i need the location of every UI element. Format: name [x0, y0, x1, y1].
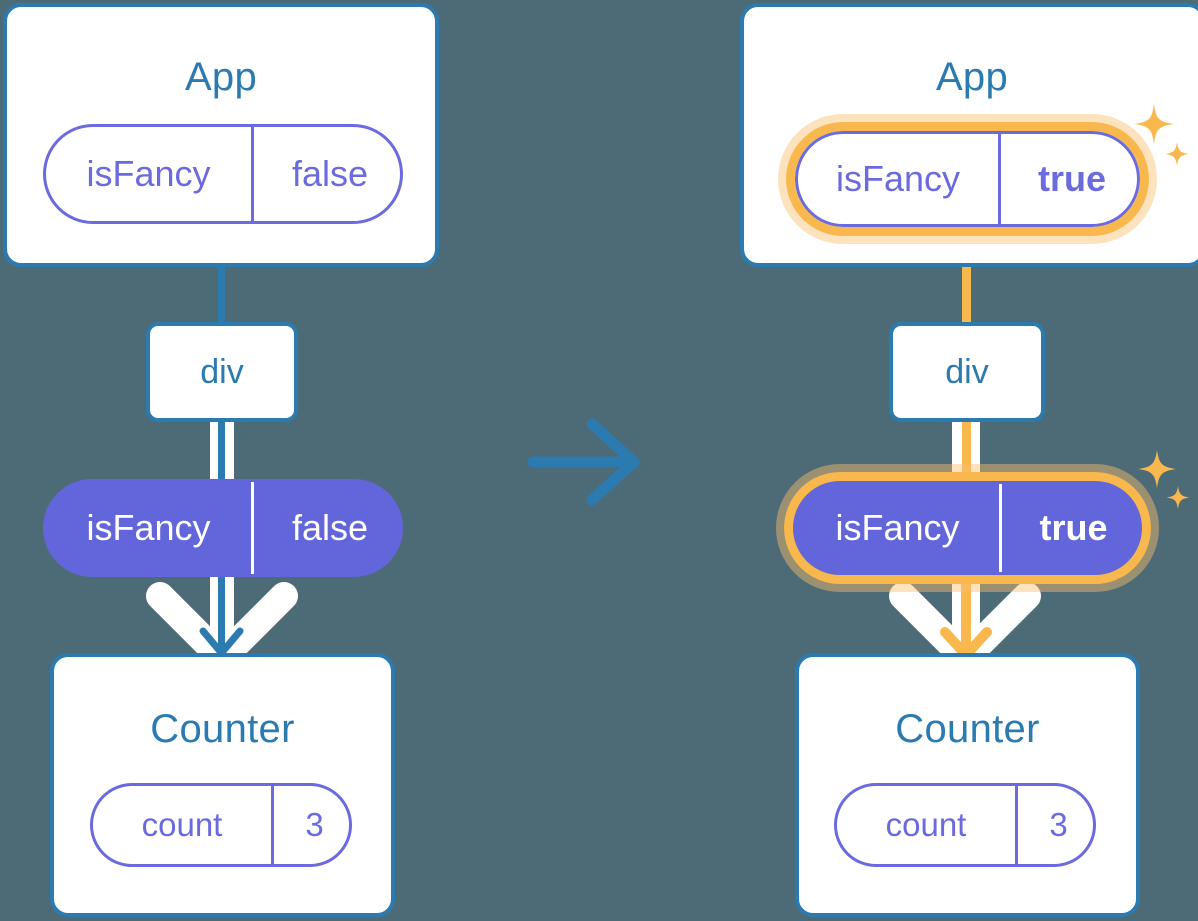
app-state-pill-right: isFancy true: [795, 131, 1140, 227]
app-title-right: App: [935, 55, 1009, 99]
prop-pill-left: isFancy false: [43, 479, 403, 577]
edge-app-to-div-left: [218, 266, 225, 324]
app-state-key-right: isFancy: [835, 158, 961, 199]
counter-state-pill-right: count 3: [834, 783, 1096, 867]
prop-value-left: false: [251, 482, 400, 574]
div-node-label-left: div: [200, 352, 244, 391]
prop-key-left: isFancy: [86, 507, 211, 548]
edge-app-to-div-right: [962, 214, 971, 326]
div-node-right: div: [889, 322, 1045, 422]
app-state-value-right: true: [998, 134, 1137, 224]
arrow-right-icon: [527, 418, 640, 506]
counter-title-left: Counter: [150, 707, 295, 751]
div-node-left: div: [146, 322, 298, 422]
counter-state-pill-left: count 3: [90, 783, 352, 867]
edge-div-to-prop-right: [962, 418, 971, 486]
counter-state-key-left: count: [141, 806, 223, 843]
app-state-pill-left: isFancy false: [43, 124, 403, 224]
app-state-key-left: isFancy: [86, 153, 211, 194]
counter-state-value-right: 3: [1015, 786, 1093, 864]
counter-state-value-left: 3: [271, 786, 349, 864]
app-state-value-left: false: [251, 127, 400, 221]
counter-title-right: Counter: [895, 707, 1040, 751]
edge-div-to-prop-left: [218, 418, 225, 484]
app-title-left: App: [184, 55, 258, 99]
prop-pill-right: isFancy true: [793, 481, 1142, 575]
counter-state-key-right: count: [885, 806, 967, 843]
div-node-label-right: div: [945, 352, 989, 391]
prop-value-right: true: [999, 484, 1139, 572]
prop-key-right: isFancy: [835, 507, 960, 548]
